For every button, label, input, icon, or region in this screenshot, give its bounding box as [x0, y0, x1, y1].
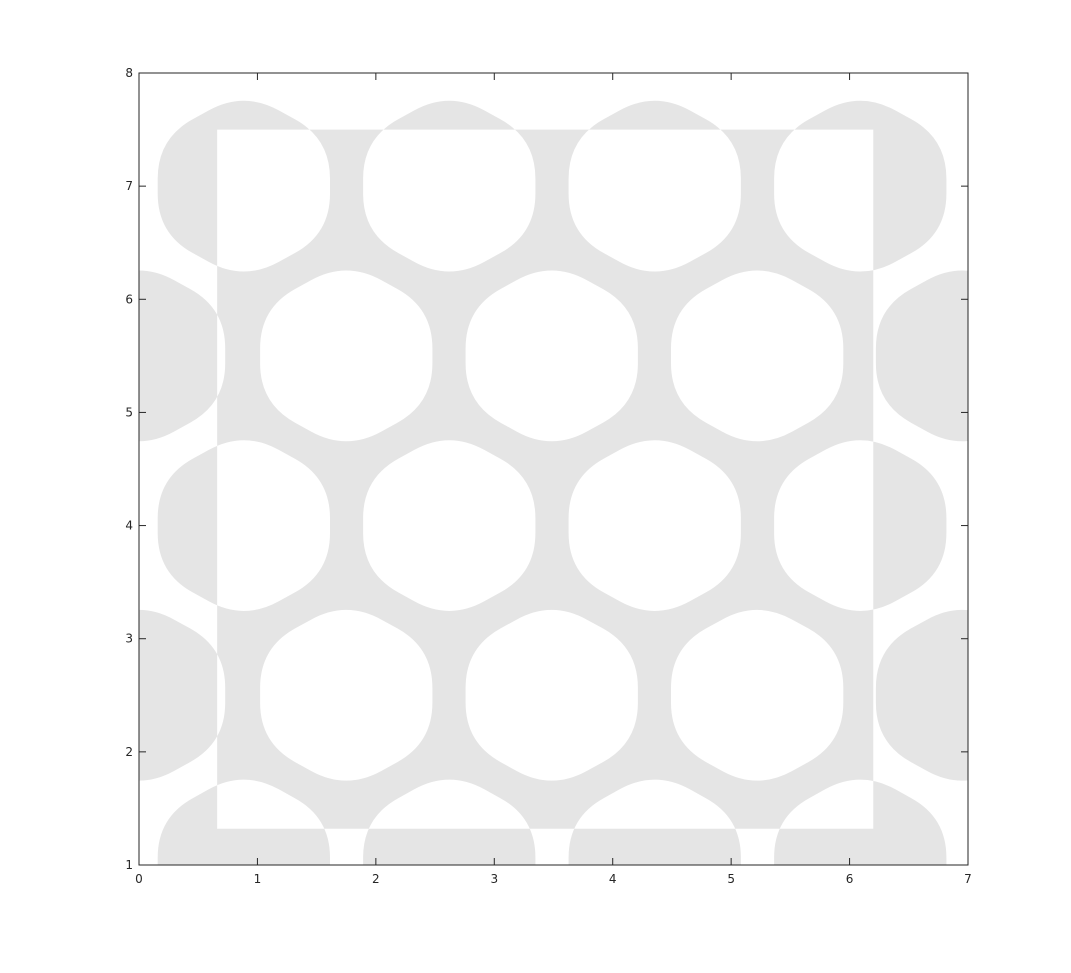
- axis-ticks: [139, 73, 968, 865]
- x-tick-label: 2: [372, 872, 380, 886]
- y-axis-tick-labels: 1 2 3 4 5 6 7 8: [125, 66, 133, 872]
- x-tick-label: 3: [490, 872, 498, 886]
- x-tick-label: 6: [846, 872, 854, 886]
- lattice-fill: [139, 100, 968, 865]
- y-tick-label: 5: [125, 405, 133, 419]
- x-tick-label: 4: [609, 872, 617, 886]
- y-tick-label: 7: [125, 179, 133, 193]
- y-tick-label: 1: [125, 858, 133, 872]
- x-tick-label: 7: [964, 872, 972, 886]
- y-tick-label: 8: [125, 66, 133, 80]
- axes-frame: [138, 72, 969, 866]
- y-tick-label: 6: [125, 292, 133, 306]
- x-tick-label: 1: [254, 872, 262, 886]
- y-tick-label: 2: [125, 745, 133, 759]
- x-axis-tick-labels: 0 1 2 3 4 5 6 7: [135, 872, 972, 886]
- honeycomb-lattice: [139, 100, 968, 865]
- y-tick-label: 4: [125, 519, 133, 533]
- x-tick-label: 0: [135, 872, 143, 886]
- x-tick-label: 5: [727, 872, 735, 886]
- y-tick-label: 3: [125, 632, 133, 646]
